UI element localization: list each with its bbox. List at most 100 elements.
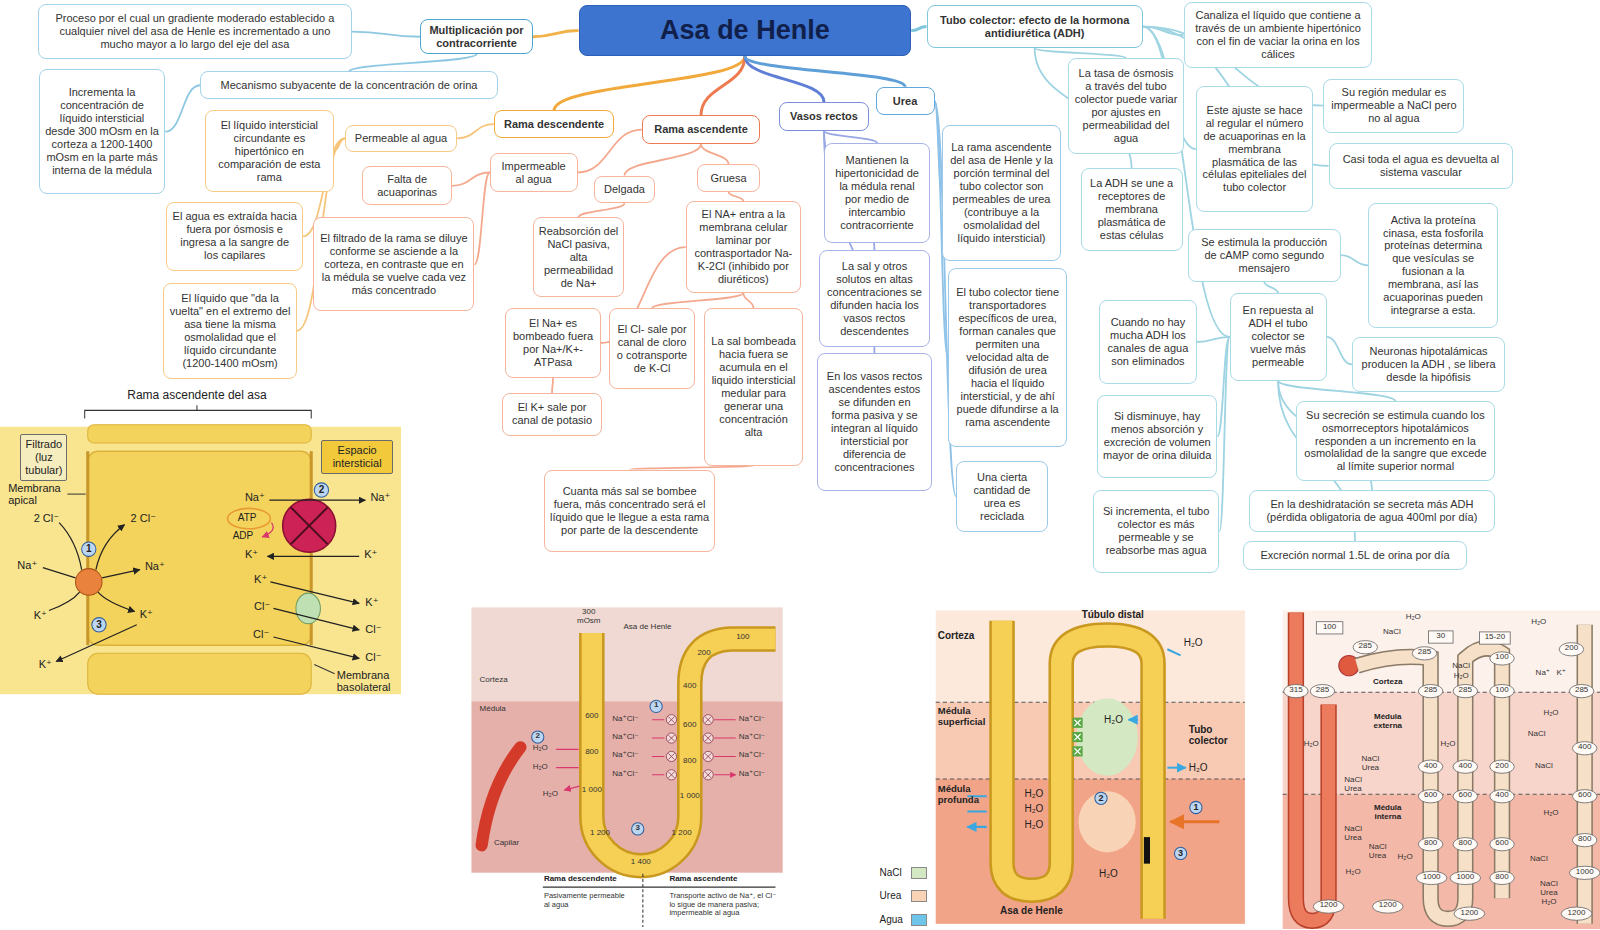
connector [743, 293, 753, 308]
figure-label: 315 [1289, 686, 1302, 695]
figure-label: 800 [1495, 873, 1508, 882]
connector [552, 378, 553, 393]
figure-label: Na⁺Cl⁻ [612, 751, 638, 760]
figure-label: 285 [1316, 686, 1329, 695]
nephron-osmolarity-illustration-part-part [1416, 871, 1447, 884]
nephron-osmolarity-illustration-part-part [1453, 838, 1477, 851]
node-text: Una cierta cantidad de urea es reciclada [962, 471, 1042, 523]
concept-box: Asa de Henle [579, 5, 912, 56]
figure-label: Tubo colector [1189, 724, 1242, 746]
figure-label: Na⁺ [245, 491, 265, 503]
loop-osmolarity-illustration-part [642, 874, 643, 927]
figure-label: K⁺ [1556, 669, 1566, 678]
concept-box: Rama ascendente [642, 115, 760, 144]
nephron-osmolarity-illustration-part-part [1418, 790, 1442, 803]
nephron-osmolarity-illustration-part-part [1418, 684, 1442, 697]
node-text: El NA+ entra a la membrana celular lamin… [692, 208, 795, 286]
figure-label: 30 [1436, 632, 1445, 641]
figure-label: 200 [1495, 762, 1508, 771]
figure-label: H₂O [1454, 672, 1469, 681]
connector [745, 56, 905, 87]
concept-box: En la deshidratación se secreta más ADH … [1249, 490, 1495, 532]
cell-illustration [0, 405, 401, 694]
connector [165, 85, 200, 131]
node-text: Urea [893, 95, 917, 108]
cell-illustration-part [102, 570, 140, 578]
nephron-osmolarity-illustration-part [1296, 613, 1329, 921]
figure-label: H₂O [1189, 762, 1208, 773]
figure-label: H₂O [533, 744, 548, 753]
figure-label: NaCl [1535, 762, 1553, 771]
figure-label: Médula profunda [938, 784, 985, 805]
cell-illustration-part [283, 499, 336, 552]
node-text: El Cl- sale por canal de cloro o cotrans… [615, 323, 689, 375]
figure-label: Capilar [494, 839, 519, 848]
connector [457, 124, 494, 138]
figure-label: ADP [233, 530, 254, 541]
figure-label: K⁺ [140, 608, 153, 620]
connector [349, 54, 477, 71]
figure-label: Médula externa [1362, 713, 1413, 731]
concept-box: Incrementa la concentración de líquido i… [39, 69, 166, 194]
cell-illustration-part [98, 592, 135, 611]
figure-label: H₂O [1024, 788, 1043, 799]
loop-osmolarity-illustration-part [650, 700, 662, 712]
concept-box: El NA+ entra a la membrana celular lamin… [686, 201, 801, 293]
figure-label: 1200 [1568, 909, 1586, 918]
legend-text: NaCl [880, 867, 902, 878]
cell-illustration-part [85, 405, 312, 418]
urea-recycling-illustration-part [1079, 791, 1136, 852]
nephron-osmolarity-illustration-part [1283, 610, 1600, 692]
node-text: Su secreción se estimula cuando los osmo… [1302, 409, 1489, 474]
figure-label: 1200 [1379, 901, 1397, 910]
nephron-osmolarity-illustration-part-part [1480, 632, 1511, 644]
figure-label: 100 [736, 633, 749, 642]
nephron-osmolarity-illustration-part-part [1418, 838, 1442, 851]
figure-label: Cl⁻ [253, 628, 269, 640]
figure-label: Na⁺ [145, 560, 165, 572]
node-text: La ADH se une a receptores de membrana p… [1087, 177, 1177, 242]
figure-label: Na⁺Cl⁻ [612, 770, 638, 779]
figure-label: H₂O [1304, 740, 1319, 749]
urea-recycling-illustration-part [936, 778, 1245, 779]
loop-osmolarity-illustration-part [471, 607, 782, 701]
nephron-osmolarity-illustration-part-part [1453, 790, 1477, 803]
connector [579, 203, 625, 217]
nephron-osmolarity-illustration-part-part [1418, 760, 1442, 773]
figure-label: 15-20 [1485, 633, 1505, 642]
figure-label: 600 [1459, 791, 1472, 800]
node-text: El Na+ es bombeado fuera por Na+/K+-ATPa… [511, 317, 595, 369]
figure-label: 800 [1459, 839, 1472, 848]
nephron-osmolarity-illustration-part-part [1572, 834, 1596, 847]
figure-label: H₂O [533, 763, 548, 772]
figure-label: Rama ascendente del asa [127, 389, 266, 402]
concept-box: Permeable al agua [345, 125, 457, 153]
node-text: Permeable al agua [355, 132, 447, 145]
figure-label: 1200 [1320, 901, 1338, 910]
urea-recycling-illustration-part [1170, 820, 1219, 823]
connector [554, 56, 745, 110]
urea-recycling-illustration-part [1077, 698, 1138, 776]
figure-label: Asa de Henle [1000, 905, 1063, 916]
node-text: Activa la proteína cinasa, esta fosforil… [1374, 214, 1492, 318]
cell-illustration-part [49, 592, 80, 610]
concept-box: Mantienen la hipertonicidad de la médula… [824, 143, 929, 243]
connector [1264, 282, 1278, 293]
nephron-osmolarity-illustration-part-part [1429, 631, 1453, 643]
concept-box: La ADH se une a receptores de membrana p… [1081, 168, 1183, 251]
node-text: Espacio intersticial [327, 444, 386, 470]
nephron-osmolarity-illustration [1283, 610, 1600, 929]
figure-label: K⁺ [364, 548, 377, 560]
concept-box: El filtrado de la rama se diluye conform… [313, 217, 474, 311]
figure-label: 400 [1495, 791, 1508, 800]
legend-text: Urea [880, 890, 902, 901]
cell-illustration-part [314, 665, 334, 674]
figure-label: H₂O [1543, 709, 1558, 718]
nephron-osmolarity-illustration-part-part [1569, 684, 1593, 697]
nephron-osmolarity-illustration-part-part [1313, 900, 1344, 913]
figure-label: H₂O [1184, 637, 1203, 648]
node-text: Tubo colector: efecto de la hormona anti… [933, 14, 1137, 40]
node-text: En los vasos rectos ascendentes estos se… [823, 370, 925, 474]
figure-label: 1 [654, 701, 658, 710]
